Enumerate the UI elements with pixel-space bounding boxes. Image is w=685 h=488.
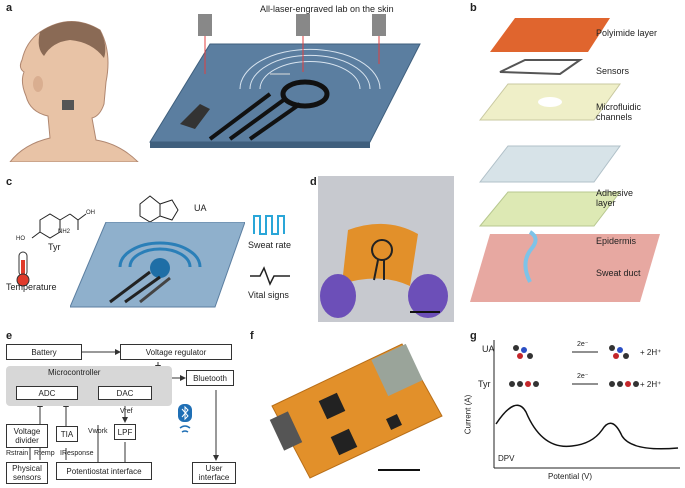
person-illustration bbox=[9, 21, 139, 162]
i-response-label: IResponse bbox=[60, 450, 94, 457]
layer-microfluidic: Microfluidic channels bbox=[596, 102, 642, 122]
panel-a-title: All-laser-engraved lab on the skin bbox=[260, 4, 394, 14]
layer-stack bbox=[470, 18, 660, 302]
layer-adhesive: Adhesive layer bbox=[596, 188, 634, 208]
voltage-regulator-block: Voltage regulator bbox=[120, 344, 232, 360]
epidermis-shape bbox=[470, 234, 660, 302]
panel-a-label: a bbox=[6, 2, 13, 14]
tyr-label: Tyr bbox=[48, 242, 61, 252]
dac-block: DAC bbox=[98, 386, 152, 400]
panel-e-label: e bbox=[6, 330, 13, 342]
battery-block: Battery bbox=[6, 344, 82, 360]
vital-signs-icon bbox=[250, 266, 290, 286]
tyr-nh2: NH2 bbox=[58, 229, 71, 235]
tyr-structure bbox=[31, 213, 87, 239]
panel-g-label: g bbox=[470, 330, 477, 342]
tyr-oh: OH bbox=[86, 210, 95, 216]
temperature-label: Temperature bbox=[6, 282, 57, 292]
potentiostat-block: Potentiostat interface bbox=[56, 462, 152, 480]
tyr-ho: HO bbox=[16, 236, 25, 242]
g-ua-electrons: 2e⁻ bbox=[577, 341, 589, 348]
dpv-curve bbox=[495, 404, 679, 450]
tia-block: TIA bbox=[56, 426, 78, 442]
v-work-label: Vwork bbox=[88, 428, 108, 435]
panel-f-label: f bbox=[250, 330, 254, 342]
g-tyr-product: + 2H⁺ bbox=[640, 380, 662, 389]
device-board-a bbox=[149, 14, 421, 148]
user-interface-block: User interface bbox=[192, 462, 236, 484]
adhesive-shape bbox=[478, 191, 622, 227]
bluetooth-block: Bluetooth bbox=[186, 370, 234, 386]
thermometer-icon bbox=[16, 251, 30, 287]
photo-flexible-device bbox=[318, 176, 454, 322]
pcb-photo bbox=[269, 343, 443, 479]
adc-block: ADC bbox=[16, 386, 78, 400]
g-tyr-label: Tyr bbox=[478, 379, 491, 389]
g-dpv-label: DPV bbox=[498, 454, 515, 463]
layer-epidermis: Epidermis bbox=[596, 236, 637, 246]
laser-heads bbox=[198, 14, 386, 74]
g-ua-label: UA bbox=[482, 344, 495, 354]
vital-signs-label: Vital signs bbox=[248, 290, 289, 300]
g-tyr-electrons: 2e⁻ bbox=[577, 373, 589, 380]
panel-c-label: c bbox=[6, 176, 13, 188]
voltage-divider-block: Voltage divider bbox=[6, 424, 48, 448]
polyimide-layer-shape bbox=[490, 18, 610, 52]
layer-sensors: Sensors bbox=[596, 66, 630, 76]
panel-b-label: b bbox=[470, 2, 477, 14]
r-strain-label: Rstrain bbox=[6, 450, 29, 457]
tyr-molecule bbox=[509, 381, 639, 387]
sensors-shape bbox=[499, 59, 584, 76]
g-ylabel: Current (A) bbox=[463, 394, 473, 435]
g-xlabel: Potential (V) bbox=[548, 472, 593, 481]
lpf-block: LPF bbox=[114, 424, 136, 440]
r-temp-label: Rtemp bbox=[34, 450, 55, 457]
device-board-c bbox=[70, 222, 245, 308]
sweat-rate-label: Sweat rate bbox=[248, 240, 292, 250]
ua-label: UA bbox=[194, 203, 207, 213]
v-ref-label: Vref bbox=[120, 408, 133, 415]
sweat-duct-shape bbox=[523, 230, 538, 283]
block-diagram-lines bbox=[29, 349, 219, 462]
bluetooth-icon bbox=[178, 404, 192, 433]
layer-polyimide: Polyimide layer bbox=[596, 28, 658, 38]
panel-d-label: d bbox=[310, 176, 317, 188]
ua-molecule bbox=[513, 345, 629, 359]
microcontroller-label: Microcontroller bbox=[48, 368, 101, 377]
layer-sweat-duct: Sweat duct bbox=[596, 268, 641, 278]
skin-patch bbox=[62, 100, 74, 110]
g-ua-product: + 2H⁺ bbox=[640, 348, 662, 357]
dpv-plot bbox=[493, 340, 680, 469]
ua-structure bbox=[139, 195, 179, 223]
physical-sensors-block: Physical sensors bbox=[6, 462, 48, 484]
sweat-rate-icon bbox=[253, 215, 285, 235]
